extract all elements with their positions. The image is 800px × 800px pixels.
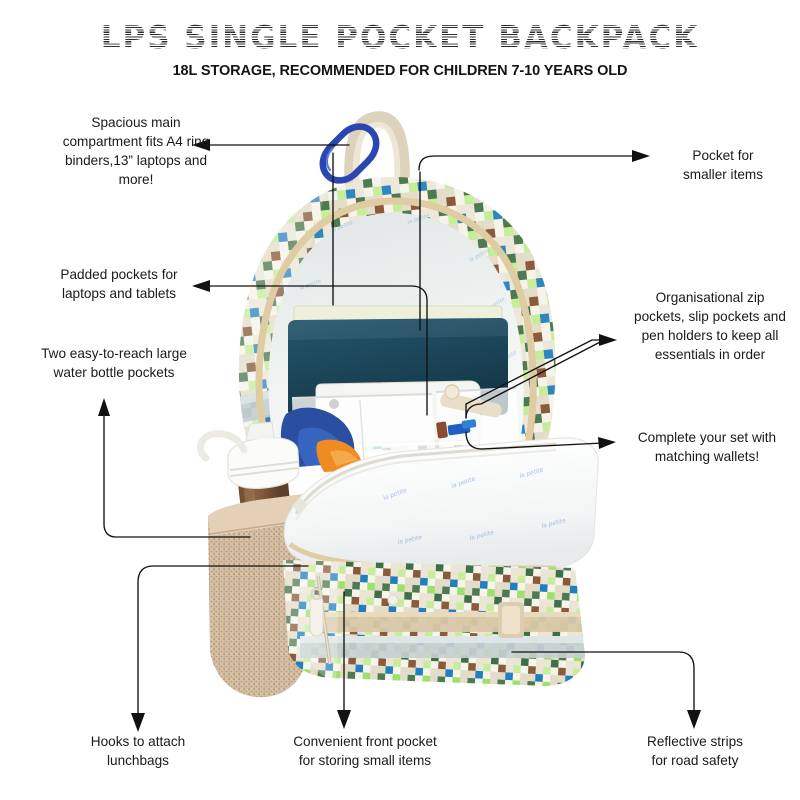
packed-clothing — [280, 407, 363, 472]
carabiner-clip — [319, 123, 380, 184]
callout-matching-wallets: Complete your set with matching wallets! — [637, 430, 777, 464]
front-pocket — [283, 560, 585, 686]
callout-pocket-smaller-items: Pocket for smaller items — [682, 148, 764, 182]
callout-water-bottle-pockets: Two easy-to-reach large water bottle poc… — [41, 346, 187, 380]
callout-padded-pockets: Padded pockets for laptops and tablets — [60, 267, 178, 301]
carry-handle — [344, 111, 410, 194]
small-items — [436, 419, 477, 439]
callout-main-compartment: Spacious main compartment fits A4 ring b… — [62, 115, 210, 187]
callout-front-pocket: Convenient front pocket for storing smal… — [293, 734, 437, 768]
callout-reflective-strips: Reflective strips for road safety — [647, 734, 743, 768]
zipper-pull — [309, 587, 324, 637]
callout-hooks-lunchbags: Hooks to attach lunchbags — [90, 734, 186, 768]
page-subtitle: 18L STORAGE, RECOMMENDED FOR CHILDREN 7-… — [172, 63, 628, 79]
lunchbag-hook — [498, 602, 524, 638]
callout-organisational-zip: Organisational zip pockets, slip pockets… — [634, 290, 786, 362]
page-title: LPS SINGLE POCKET BACKPACK — [0, 20, 800, 56]
